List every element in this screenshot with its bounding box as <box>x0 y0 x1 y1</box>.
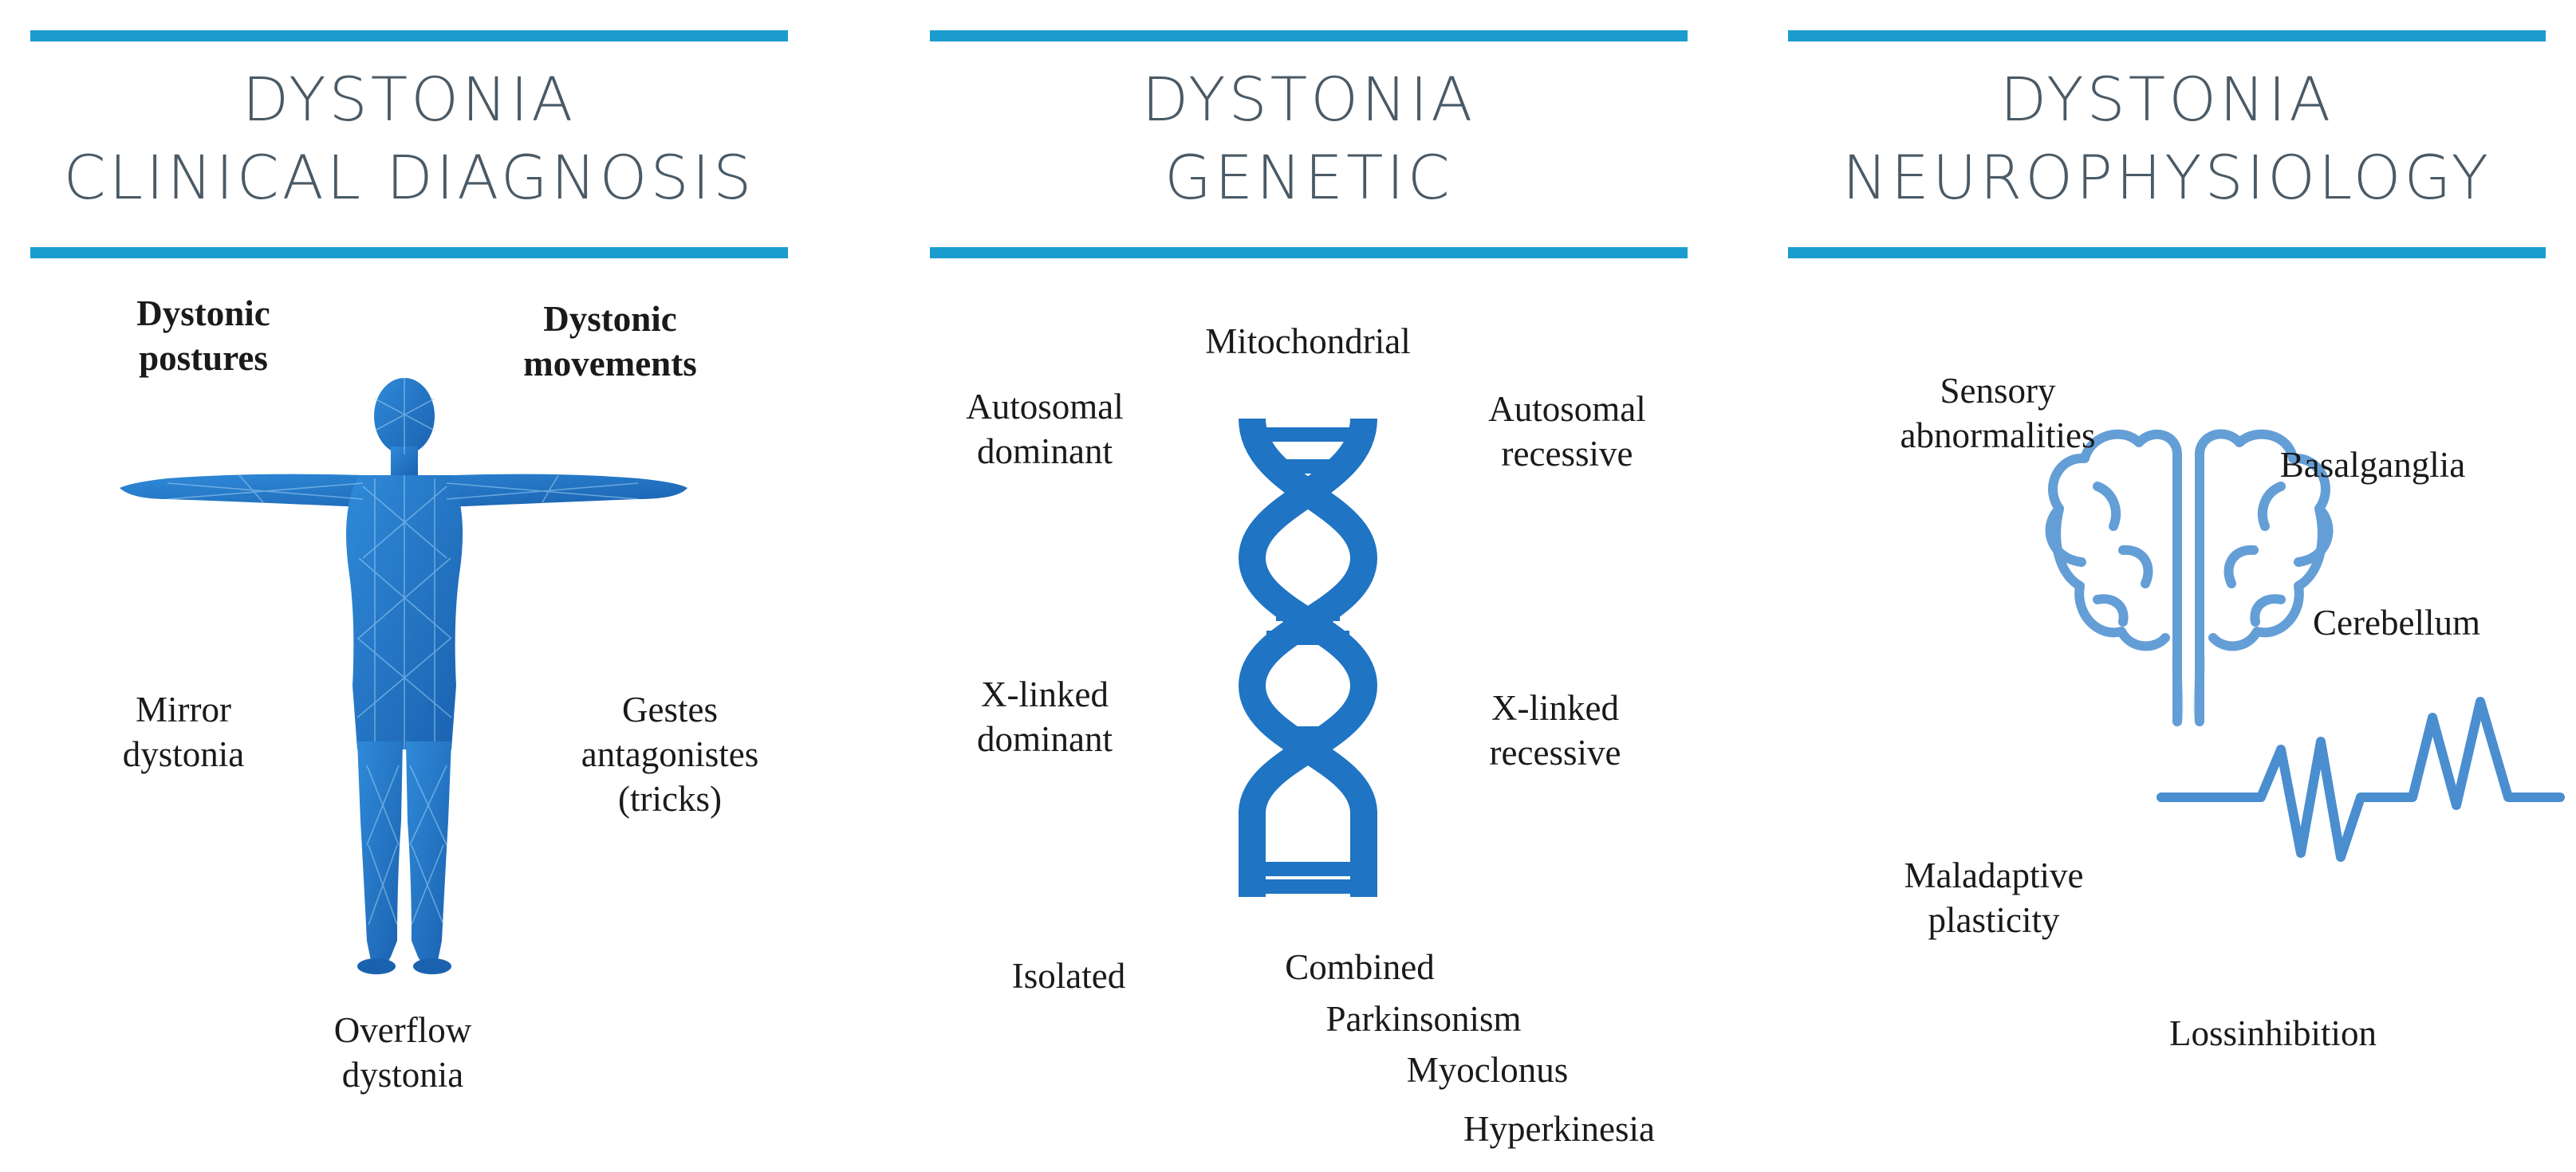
panel-title-line2: NEUROPHYSIOLOGY <box>1842 142 2491 213</box>
panel-title-line1: DYSTONIA <box>242 64 577 135</box>
label-isolated: Isolated <box>1011 956 1126 996</box>
top-rule <box>930 30 1688 41</box>
panel-title-line2: CLINICAL DIAGNOSIS <box>63 142 755 213</box>
label-combined: Combined <box>1285 947 1435 987</box>
panel-title-line1: DYSTONIA <box>1141 64 1476 135</box>
pulse-line <box>2157 697 2565 862</box>
panel-title-line1: DYSTONIA <box>1999 64 2334 135</box>
panel-clinical-diagnosis: DYSTONIA CLINICAL DIAGNOSIS <box>0 0 798 1172</box>
label-overflow-dystonia: Overflow dystonia <box>333 1010 472 1095</box>
human-body-icon <box>120 378 687 974</box>
label-cerebellum: Cerebellum <box>2313 603 2480 643</box>
label-dystonic-movements: Dystonic movements <box>523 299 697 383</box>
label-basalganglia: Basalganglia <box>2279 445 2466 485</box>
label-mitochondrial: Mitochondrial <box>1205 321 1411 361</box>
label-sensory-abnormalities: Sensory abnormalities <box>1900 371 2096 455</box>
label-myoclonus: Myoclonus <box>1406 1050 1569 1090</box>
label-autosomal-dominant: Autosomal dominant <box>966 387 1124 471</box>
label-x-linked-recessive: X-linked recessive <box>1489 688 1621 773</box>
bottom-rule <box>30 247 788 258</box>
bottom-rule <box>1788 247 2546 258</box>
label-gestes-antagonistes: Gestes antagonistes (tricks) <box>581 690 759 819</box>
label-hyperkinesia: Hyperkinesia <box>1463 1109 1655 1149</box>
label-parkinsonism: Parkinsonism <box>1325 999 1522 1039</box>
brain-pulse-icon <box>2045 429 2565 862</box>
bottom-rule <box>930 247 1688 258</box>
dna-helix-icon <box>1238 417 1378 897</box>
label-autosomal-recessive: Autosomal recessive <box>1488 389 1646 474</box>
panel-title-line2: GENETIC <box>1164 142 1453 213</box>
top-rule <box>1788 30 2546 41</box>
label-mirror-dystonia: Mirror dystonia <box>122 690 245 774</box>
label-maladaptive-plasticity: Maladaptive plasticity <box>1904 855 2084 940</box>
label-lossinhibition: Lossinhibition <box>2168 1013 2377 1053</box>
label-x-linked-dominant: X-linked dominant <box>977 674 1113 759</box>
label-dystonic-postures: Dystonic postures <box>136 293 270 378</box>
panel-genetic: DYSTONIA GENETIC Mitochondrial Autosomal… <box>901 0 1715 1172</box>
panel-neurophysiology: DYSTONIA NEUROPHYSIOLOGY Sensory abnorma… <box>1763 0 2576 1172</box>
top-rule <box>30 30 788 41</box>
